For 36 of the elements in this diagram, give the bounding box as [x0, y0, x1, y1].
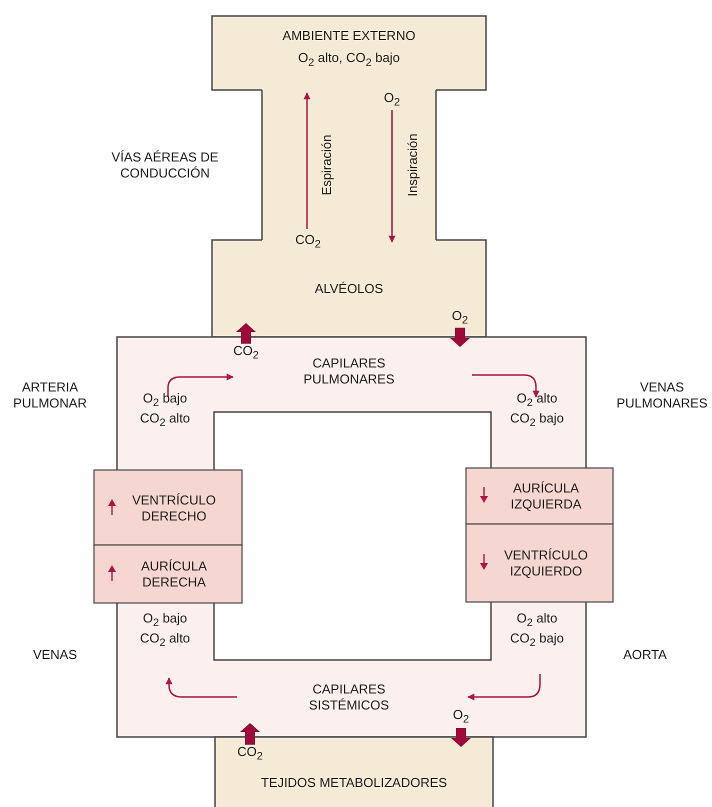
airflow-arrow — [388, 110, 396, 243]
tissue-box — [215, 737, 493, 807]
region-label: CAPILARES PULMONARES — [302, 355, 396, 387]
box-label: O$_{2}$ alto, CO$_{2}$ bajo — [297, 50, 401, 70]
region-label: CAPILARES SISTÉMICOS — [308, 681, 390, 713]
part-label: ARTERIA PULMONAR — [12, 379, 88, 411]
chamber-label: VENTRÍCULO IZQUIERDO — [503, 547, 589, 579]
box-label: AMBIENTE EXTERNO — [282, 28, 416, 44]
airflow-arrow — [304, 92, 310, 229]
part-label: VENAS PULMONARES — [615, 379, 709, 411]
box-label: ALVÉOLOS — [314, 281, 384, 297]
part-label: AORTA — [622, 647, 668, 663]
heart-chamber-box — [94, 545, 242, 603]
region-label: O$_{2}$ bajo CO$_{2}$ alto — [138, 390, 192, 430]
edge-label: Espiración — [320, 134, 334, 196]
gas-exchange-arrow — [451, 728, 471, 747]
box-label: TEJIDOS METABOLIZADORES — [260, 775, 448, 791]
gas-label: O$_{2}$ — [380, 88, 404, 108]
chamber-label: VENTRÍCULO DERECHO — [131, 492, 217, 524]
chamber-label: AURÍCULA DERECHA — [140, 558, 208, 590]
gas-label: CO$_{2}$ — [293, 230, 323, 250]
region-label: O$_{2}$ bajo CO$_{2}$ alto — [138, 610, 192, 650]
heart-chamber-box — [466, 524, 613, 602]
heart-chamber-box — [466, 468, 613, 524]
gas-exchange-arrow — [236, 323, 256, 346]
region-label: O$_{2}$ alto CO$_{2}$ bajo — [509, 390, 565, 430]
gas-exchange-arrow — [240, 723, 260, 745]
gas-exchange-arrow — [450, 325, 470, 347]
part-label: VÍAS AÉREAS DE CONDUCCIÓN — [110, 149, 220, 181]
edge-label: Inspiración — [406, 132, 420, 198]
region-label: O$_{2}$ alto CO$_{2}$ bajo — [509, 610, 565, 650]
edge-label: O$_{2}$ — [450, 308, 470, 328]
environment-box — [212, 16, 486, 90]
part-label: VENAS — [32, 647, 78, 663]
heart-chamber-box — [94, 470, 242, 545]
chamber-label: AURÍCULA IZQUIERDA — [510, 480, 582, 512]
